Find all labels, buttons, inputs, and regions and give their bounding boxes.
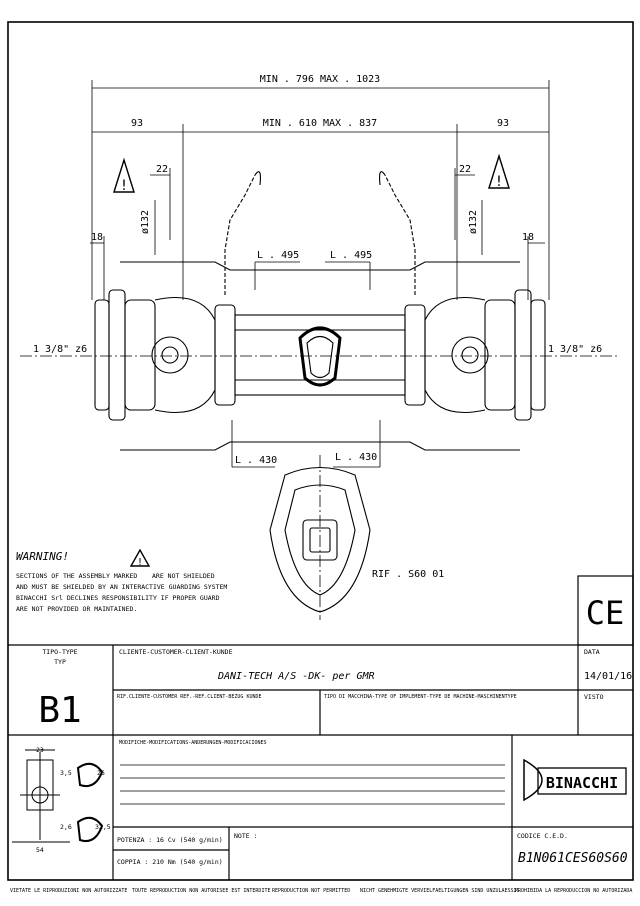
note-label: NOTE : [234,832,257,840]
warning-line4: ARE NOT PROVIDED OR MAINTAINED. [16,605,137,613]
visto-label: VISTO [584,693,604,701]
binacchi-logo: BINACCHI [523,758,627,802]
warning-line3: BINACCHI Srl DECLINES RESPONSIBILITY IF … [16,594,220,602]
torque-label: COPPIA : 210 Nm (540 g/min) [117,858,223,866]
dim-l495-left: L . 495 [257,250,299,261]
footer-de: NICHT GENEHMIGTE VERVIELFAELTIGUNGEN SIN… [360,888,520,894]
dim-total: MIN . 796 MAX . 1023 [260,74,380,85]
type-value: B1 [38,690,81,731]
dim-left-spline: 1 3/8" z6 [33,344,87,355]
warning-icon [113,157,135,193]
dim-left-22: 22 [156,164,168,175]
dim-right-spline: 1 3/8" z6 [548,344,602,355]
dim-right-dia: ø132 [468,210,479,234]
dim-54: 54 [36,846,44,854]
date-header: DATA [584,648,600,656]
dim-right-22: 22 [459,164,471,175]
warning-icon [129,548,151,567]
machine-header: TIPO DI MACCHINA-TYPE OF IMPLEMENT-TYPE … [324,694,517,700]
warning-title: WARNING! [16,550,69,563]
dim-tube: MIN . 610 MAX . 837 [263,118,377,129]
ref-header: RIF.CLIENTE-CUSTOMER REF.-REF.CLIENT-BEZ… [117,694,262,700]
brand-name: BINACCHI [546,774,618,792]
date-value: 14/01/16 [584,671,632,682]
type-header-2: TYP [54,658,66,666]
dim-26b: 2,6 [60,823,72,831]
svg-text:!: ! [495,174,503,190]
ce-mark: CE [586,594,625,632]
drawing-border [7,21,634,881]
title-block-grid [8,644,633,880]
warning-line1b: ARE NOT SHIELDED [152,572,215,580]
rif-label: RIF . S60 01 [372,569,444,580]
svg-text:!: ! [120,178,128,194]
pto-shaft-drawing [94,171,546,613]
code-header: CODICE C.E.D. [517,832,568,840]
modification-lines [120,764,505,805]
dim-left-end: 93 [131,118,143,129]
warning-line2: AND MUST BE SHIELDED BY AN INTERACTIVE G… [16,583,227,591]
power-label: POTENZA : 16 Cv (540 g/min) [117,836,223,844]
footer-it: VIETATE LE RIPRODUZIONI NON AUTORIZZATE [10,888,127,894]
code-value: B1N061CES60S60 [518,851,628,866]
dim-26: 26 [97,769,105,777]
mods-header: MODIFICHE-MODIFICATIONS-ANDERUNGEN-MODIF… [119,740,267,746]
dimension-lines [20,80,620,620]
footer-en: REPRODUCTION NOT PERMITTED [272,888,350,894]
dim-left-dia: ø132 [140,210,151,234]
dim-right-end: 93 [497,118,509,129]
dim-325: 32,5 [95,823,111,831]
dim-l430-left: L . 430 [235,455,277,466]
footer-es: PROHIBIDA LA REPRODUCCION NO AUTORIZADA [515,888,632,894]
dim-l430-right: L . 430 [335,452,377,463]
dim-left-18: 18 [91,232,103,243]
dim-23: 23 [36,746,44,754]
profile-sketches [12,749,104,843]
warning-triangles [113,153,510,567]
client-value: DANI-TECH A/S -DK- per GMR [217,671,375,682]
type-header: TIPO-TYPE [42,648,77,656]
client-header: CLIENTE-CUSTOMER-CLIENT-KUNDE [119,648,233,656]
dim-right-18: 18 [522,232,534,243]
warning-icon [488,153,510,189]
footer-fr: TOUTE REPRODUCTION NON AUTORISEE EST INT… [132,888,270,894]
svg-text:!: ! [137,557,143,568]
dim-35: 3,5 [60,769,72,777]
warning-line1a: SECTIONS OF THE ASSEMBLY MARKED [16,572,137,580]
dim-l495-right: L . 495 [330,250,372,261]
